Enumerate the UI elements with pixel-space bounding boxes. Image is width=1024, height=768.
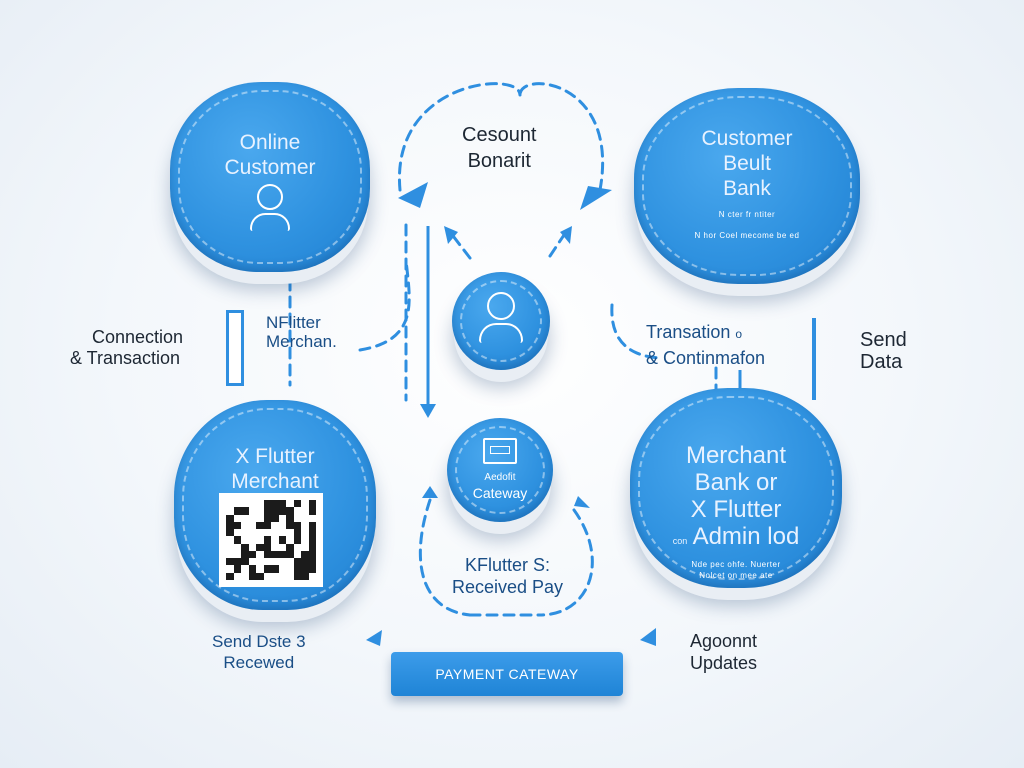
merchant-bank-line2: Bank or — [694, 469, 778, 496]
connection-transaction-label: Connection & Transaction — [70, 327, 184, 369]
merchant-bank-node[interactable]: Merchant Bank or X Flutter con Admin lod… — [630, 388, 842, 588]
send-date-received-label: Send Dste 3 Recewed — [212, 631, 306, 673]
left-center-curve — [358, 258, 411, 352]
arrow-up-right-small — [560, 226, 572, 244]
flutter-merchant-line2: Merchant — [231, 470, 319, 493]
received-pay-label: KFlutter S: Received Pay — [452, 554, 563, 598]
send-date-line1: Send Dste 3 — [212, 632, 306, 651]
merchant-bank-note2: Nolcet on mee ate — [699, 571, 773, 580]
arrow-bottom-left-corner — [366, 630, 382, 646]
send-date-line2: Recewed — [223, 653, 295, 672]
customer-bank-line1: Customer — [701, 127, 793, 150]
online-customer-node[interactable]: Online Customer — [170, 82, 370, 272]
transaction-line2: & Continmafon — [646, 348, 766, 368]
center-user-node[interactable] — [452, 272, 550, 370]
received-line2: Received Pay — [452, 577, 564, 597]
person-icon — [452, 292, 550, 343]
top-center-line1: Cesount — [462, 124, 537, 146]
merchant-bank-line4: con Admin lod — [630, 523, 842, 555]
account-updates-label: Agoonnt Updates — [690, 630, 757, 674]
right-center-curve — [610, 303, 662, 360]
customer-bank-line3: Bank — [723, 177, 771, 200]
side-rectangle-marker — [226, 310, 244, 386]
arrow-bottom-left-up — [422, 486, 438, 498]
gateway-node[interactable]: Aedofit Cateway — [447, 418, 553, 522]
bottom-loop-right — [538, 508, 594, 617]
screen-icon — [483, 438, 517, 464]
top-loop-left-arc — [398, 82, 522, 192]
payment-gateway-bar[interactable]: PAYMENT CATEWAY — [391, 652, 623, 696]
connection-line1: Connection — [92, 327, 184, 347]
nflutter-line1: NFlitter — [266, 313, 321, 332]
arrow-down-solid — [420, 404, 436, 418]
send-data-line1: Send — [860, 329, 907, 351]
nflutter-line2: Merchan. — [266, 332, 337, 351]
flutter-merchant-node[interactable]: X Flutter Merchant — [174, 400, 376, 610]
merchant-bank-line3: X Flutter — [690, 496, 782, 523]
top-center-line2: Bonarit — [467, 150, 531, 172]
arrow-bottom-right-corner — [640, 628, 656, 646]
send-data-line2: Data — [860, 351, 903, 373]
arrow-bottom-right-up — [574, 496, 590, 508]
top-loop-right-arc — [518, 82, 604, 192]
side-bar-marker — [812, 318, 816, 400]
merchant-bank-line4-prefix: con — [672, 536, 688, 546]
arrow-top-left — [398, 182, 428, 208]
transaction-line1-suffix: o — [735, 327, 743, 341]
merchant-bank-line4-text: Admin lod — [692, 523, 800, 550]
merchant-bank-line1: Merchant — [685, 442, 787, 469]
arrow-top-right — [580, 186, 612, 210]
flutter-merchant-line1: X Flutter — [235, 445, 315, 468]
customer-bank-note1: N cter fr ntiter — [718, 210, 776, 219]
person-icon — [170, 184, 370, 231]
arrow-up-left-small — [444, 226, 458, 244]
customer-bank-node[interactable]: Customer Beult Bank N cter fr ntiter N h… — [634, 88, 860, 284]
bottom-loop-left — [418, 498, 472, 617]
top-center-label: Cesount Bonarit — [462, 122, 537, 174]
transaction-line1: Transation — [646, 322, 731, 342]
received-line1: KFlutter S: — [465, 555, 551, 575]
gateway-line2: Cateway — [472, 485, 528, 501]
online-customer-line1: Online — [239, 131, 301, 154]
transaction-confirmation-label: Transation o & Continmafon — [646, 320, 765, 370]
online-customer-line2: Customer — [224, 156, 316, 179]
account-line1: Agoonnt — [690, 631, 758, 651]
customer-bank-line2: Beult — [723, 152, 771, 175]
account-line2: Updates — [690, 653, 758, 673]
merchant-bank-note1: Nde pec ohfe. Nuerter — [691, 560, 781, 569]
customer-bank-note2: N hor Coel mecome be ed — [694, 231, 800, 240]
send-data-label: Send Data — [860, 329, 907, 373]
nflutter-merchant-label: NFlitter Merchan. — [266, 313, 337, 351]
small-up-right — [548, 230, 568, 258]
gateway-line1: Aedofit — [484, 472, 516, 483]
qr-code-icon — [222, 496, 320, 584]
connection-line2: & Transaction — [70, 348, 181, 368]
